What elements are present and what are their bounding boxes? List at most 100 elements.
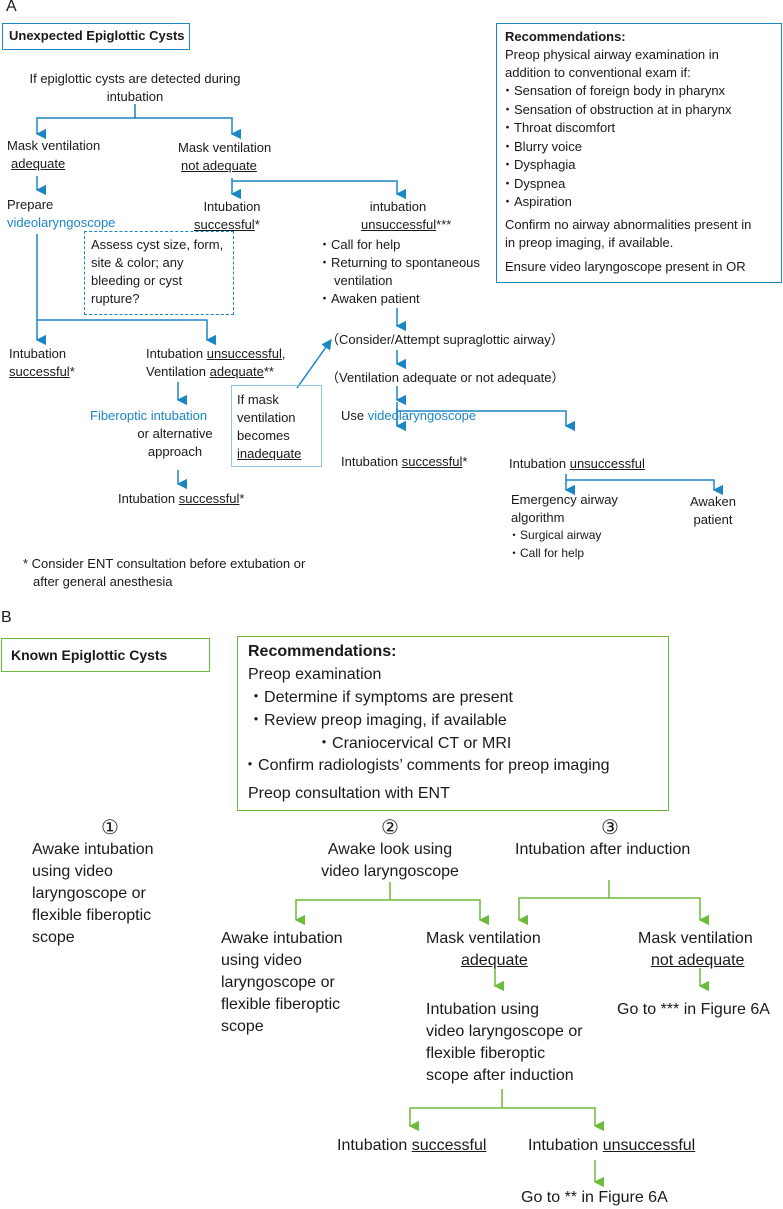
intub-success-mid-mark: * [254, 217, 260, 232]
rec-a-heading: Recommendations: [505, 29, 626, 44]
rec-a-item: Blurry voice [501, 138, 732, 157]
assess-line2: site & color; any [91, 255, 184, 270]
arrow-b-to-awake-intub [294, 882, 391, 926]
prepare-line1: Prepare [7, 197, 54, 212]
option-1-line2: using video [32, 863, 113, 880]
rec-a-item: Aspiration [501, 193, 732, 212]
rec-a-confirm-1: Confirm no airway abnormalities present … [505, 217, 752, 232]
action-call-help: Call for help [318, 236, 400, 254]
intub-success-mid-word: successful [194, 217, 255, 232]
unsuccess-vent-comma: , [281, 346, 286, 361]
option-1-line1: Awake intubation [32, 841, 154, 858]
arrow-to-right-unsuccess [397, 410, 576, 432]
fiberoptic-line2: or alternative [137, 426, 213, 441]
mask-inadequate-box: If mask ventilation becomes inadequate [231, 385, 322, 467]
rec-a-item: Dyspnea [501, 175, 732, 194]
option-2-line1: Awake look using [327, 841, 453, 858]
assess-line1: Assess cyst size, form, [91, 237, 224, 252]
option-3-line1: Intubation after induction [515, 841, 691, 858]
footnote-line2: after general anesthesia [33, 574, 173, 589]
unsuccess-vent-pre2: Ventilation [146, 364, 210, 379]
right-unsuccess-word: unsuccessful [569, 456, 645, 471]
arrow-b-induction-to-mask-adequate [517, 880, 610, 926]
final-success: Intubation successful* [118, 490, 244, 508]
option-1-line4: flexible fiberoptic [32, 907, 152, 924]
rec-b-intro: Preop examination [248, 666, 382, 683]
right-success-word: successful [401, 454, 463, 469]
fiberoptic-line1: Fiberoptic intubation [90, 408, 208, 423]
recommendations-a-box: Recommendations: Preop physical airway e… [496, 23, 782, 283]
use-video-pre: Use [341, 408, 368, 423]
unsuccess-vent-line2: Ventilation adequate** [146, 363, 274, 381]
b-unsuccess-pre: Intubation [528, 1137, 603, 1154]
arrow-b-to-unsuccess [502, 1107, 605, 1132]
emergency-surgical: Surgical airway [508, 526, 601, 544]
emergency-call: Call for help [508, 544, 584, 562]
final-success-mark: * [239, 491, 245, 506]
b-mask-not-adequate-word: not adequate [651, 952, 745, 969]
b-success-word: successful [411, 1137, 487, 1154]
awake-intub-line2: using video [221, 952, 302, 969]
mask-box-line2: ventilation [237, 410, 296, 425]
arrow-to-supraglottic [296, 338, 332, 389]
unsuccess-vent-mark: ** [263, 364, 274, 379]
awake-intub-line1: Awake intubation [221, 930, 343, 947]
panel-b-title-box: Known Epiglottic Cysts [1, 638, 210, 672]
start-line-1: If epiglottic cysts are detected during [29, 71, 241, 86]
rec-b-item-2: Review preop imaging, if available [248, 710, 507, 732]
emergency-line1: Emergency airway [511, 492, 618, 507]
use-video: Use videolaryngoscope [341, 407, 476, 425]
vent-either: （Ventilation adequate or not adequate） [326, 370, 565, 385]
use-video-blue: videolaryngoscope [367, 408, 477, 423]
final-success-word: successful [178, 491, 240, 506]
rec-b-item-1: Determine if symptoms are present [248, 687, 513, 709]
b-unsuccess: Intubation unsuccessful [528, 1135, 695, 1157]
mask-adequate-line1: Mask ventilation [7, 138, 101, 153]
rec-b-item-4: Confirm radiologists’ comments for preop… [242, 755, 610, 777]
awaken-line1: Awaken [689, 494, 736, 509]
b-unsuccess-word: unsuccessful [602, 1137, 696, 1154]
assess-box: Assess cyst size, form, site & color; an… [84, 231, 234, 315]
rec-b-item-3: Craniocervical CT or MRI [316, 733, 511, 755]
emergency-line2: algorithm [511, 510, 565, 525]
rec-b-heading: Recommendations: [248, 643, 397, 660]
intub-using-line3: flexible fiberoptic [426, 1045, 546, 1062]
option-1-number: ① [101, 817, 119, 839]
rec-b-consult: Preop consultation with ENT [248, 785, 450, 802]
intub-success-mid-line1: Intubation [203, 199, 261, 214]
footnote-line1: * Consider ENT consultation before extub… [23, 556, 306, 571]
b-mask-adequate-word: adequate [461, 952, 528, 969]
awake-intub-line3: laryngoscope or [221, 974, 335, 991]
intub-using-line2: video laryngoscope or [426, 1023, 583, 1040]
right-success-mark: * [462, 454, 468, 469]
right-success-pre: Intubation [341, 454, 402, 469]
intub-unsuccess-top-line1: intubation [369, 199, 427, 214]
mask-box-line4: inadequate [237, 446, 302, 461]
awake-intub-line4: flexible fiberoptic [221, 996, 341, 1013]
action-ventilation: ventilation [334, 273, 393, 288]
arrow-to-mask-adequate [35, 104, 136, 140]
arrow-to-intub-unsuccess [232, 180, 407, 200]
b-mask-not-adequate-line1: Mask ventilation [638, 930, 753, 947]
assess-line3: bleeding or cyst [91, 273, 183, 288]
arrow-to-awaken [566, 479, 724, 496]
panel-a-letter: A [6, 0, 17, 15]
intub-success-mid-line2: successful* [194, 216, 260, 234]
goto-figure-a-double: Go to ** in Figure 6A [521, 1189, 668, 1206]
action-awaken: Awaken patient [318, 290, 420, 308]
mask-adequate-word: adequate [11, 156, 66, 171]
awake-intub-line5: scope [221, 1018, 264, 1035]
unsuccess-vent-line1: Intubation unsuccessful, [146, 345, 286, 363]
goto-figure-a-triple: Go to *** in Figure 6A [617, 1001, 770, 1018]
b-success-pre: Intubation [337, 1137, 412, 1154]
start-line-2: intubation [106, 89, 164, 104]
intub-using-line4: scope after induction [426, 1067, 574, 1084]
option-2-line2: video laryngoscope [321, 863, 459, 880]
arrow-b-to-mask-adequate [390, 899, 490, 926]
mask-not-adequate-line1: Mask ventilation [178, 140, 272, 155]
panel-b-letter: B [1, 609, 12, 626]
recommendations-b-box: Recommendations: Preop examination Deter… [237, 636, 669, 811]
option-2-number: ② [381, 817, 399, 839]
unsuccess-vent-pre: Intubation [146, 346, 207, 361]
